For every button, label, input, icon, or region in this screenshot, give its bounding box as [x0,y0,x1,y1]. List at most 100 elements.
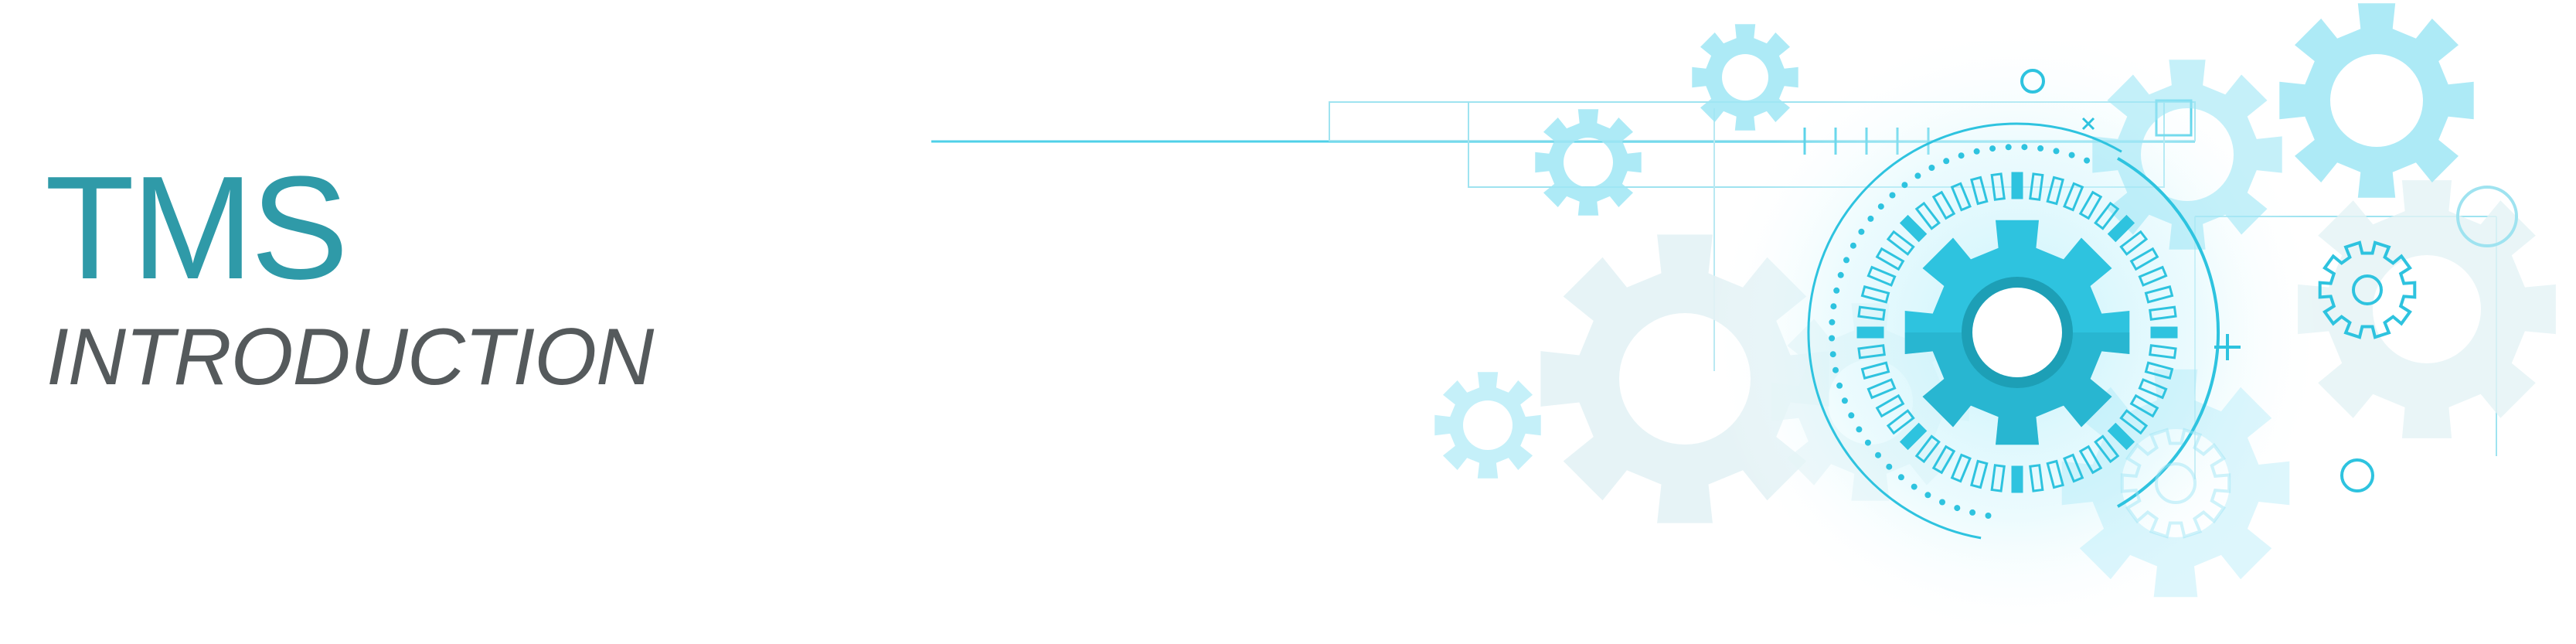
hud-dot [2037,145,2044,152]
hud-tick [1860,361,1890,380]
hud-tick [1875,247,1905,271]
hud-dot [1830,303,1837,310]
hud-tick [2046,459,2064,489]
gear-shape [1535,109,1642,216]
hud-tick [1875,394,1905,418]
page-subtitle: INTRODUCTION [46,312,654,402]
hud-dot [1954,505,1961,512]
hud-dot [1928,165,1935,171]
hud-dot [1969,509,1976,516]
hud-dot [2005,144,2012,151]
hud-dot [1889,192,1896,199]
hud-tick [1899,422,1928,451]
hud-tick [1990,172,2006,201]
hud-dot [1864,439,1871,446]
hud-tick [1860,285,1890,304]
gear-hole [1972,288,2062,377]
hud-tick [1914,201,1941,230]
hud-tick [2149,305,2177,321]
hud-dot [1856,426,1863,433]
hud-tick [2078,190,2103,220]
hud-tick [1866,265,1897,287]
hud-tick [2144,361,2174,380]
hud-tick [1886,409,1915,435]
hud-dot [1849,242,1856,249]
hud-tick [2094,434,2120,464]
hud-tick [2063,182,2084,212]
hud-tick [1970,175,1989,206]
hud-tick [2029,172,2044,201]
hud-tick [1931,190,1956,220]
hud-tick [2107,214,2135,243]
hud-dot [1985,513,1992,519]
hud-dot [1858,228,1865,235]
hud-dot [1836,382,1843,389]
gear-shape [1692,24,1798,131]
hud-dot [1829,319,1836,325]
hud-dot [2084,157,2091,164]
hud-tick [2144,285,2174,304]
hud-tick [1866,378,1897,400]
hud-dot [1958,152,1965,159]
hud-tick [2129,394,2159,418]
hud-dot [1943,158,1950,165]
hud-dot [1973,148,1980,155]
hud-tick [1899,214,1928,243]
hud-dot [1914,172,1921,179]
hud-dot [1848,412,1855,419]
hud-tick [1950,453,1972,483]
hud-dot [1901,182,1908,189]
hud-tick [2107,422,2135,451]
hud-dot [1886,463,1893,470]
hud-dot [2053,148,2060,155]
hud-dot [1829,335,1836,342]
hud-dot [1867,215,1874,222]
hud-tick [1970,459,1989,489]
hud-arc [1807,122,2122,540]
hud-dot [1843,257,1849,264]
gear-shape [1434,372,1541,479]
hud-tick [1990,464,2006,492]
hud-dot [2021,144,2028,151]
hud-tick [1857,305,1886,321]
hud-dot [1829,351,1836,358]
gear-shape [2092,60,2282,250]
hud-tick [2078,445,2103,475]
hud-tick [2011,465,2023,493]
gear-shape [2279,3,2474,198]
hud-dot [1832,366,1839,373]
page-title: TMS [45,146,349,310]
hud-tick [2150,326,2178,339]
hud-tick [2129,247,2159,271]
hud-tick [1950,182,1972,212]
hud-tick [1857,344,1886,359]
hud-tick [1931,445,1956,475]
hud-dot [1897,474,1904,481]
hud-dot [1939,499,1945,506]
hud-dot [1841,397,1848,404]
gear-shape [2318,240,2417,339]
hud-tick [2094,201,2120,230]
hud-tick [2011,172,2023,199]
hud-ring [1807,122,2220,540]
hud-tick [2063,453,2084,483]
gear-shape [2120,428,2231,539]
hud-tick [2119,230,2149,256]
hud-tick [2149,344,2177,359]
gear-outline-icon [2120,240,2417,539]
hud-tick [2029,464,2044,492]
hud-dot [1875,451,1881,458]
hud-tick [1914,434,1941,464]
hud-dot [1837,271,1844,278]
hud-dot [1989,145,1996,152]
hud-dot [2068,152,2075,158]
hud-dot [1833,287,1840,294]
hud-dot [1877,203,1884,210]
hud-tick [1856,326,1884,339]
hud-tick [2138,378,2168,400]
decor-marks [2020,69,2518,492]
hud-tick [2119,409,2149,435]
hud-tick [2138,265,2168,287]
hud-tick [2046,175,2064,206]
